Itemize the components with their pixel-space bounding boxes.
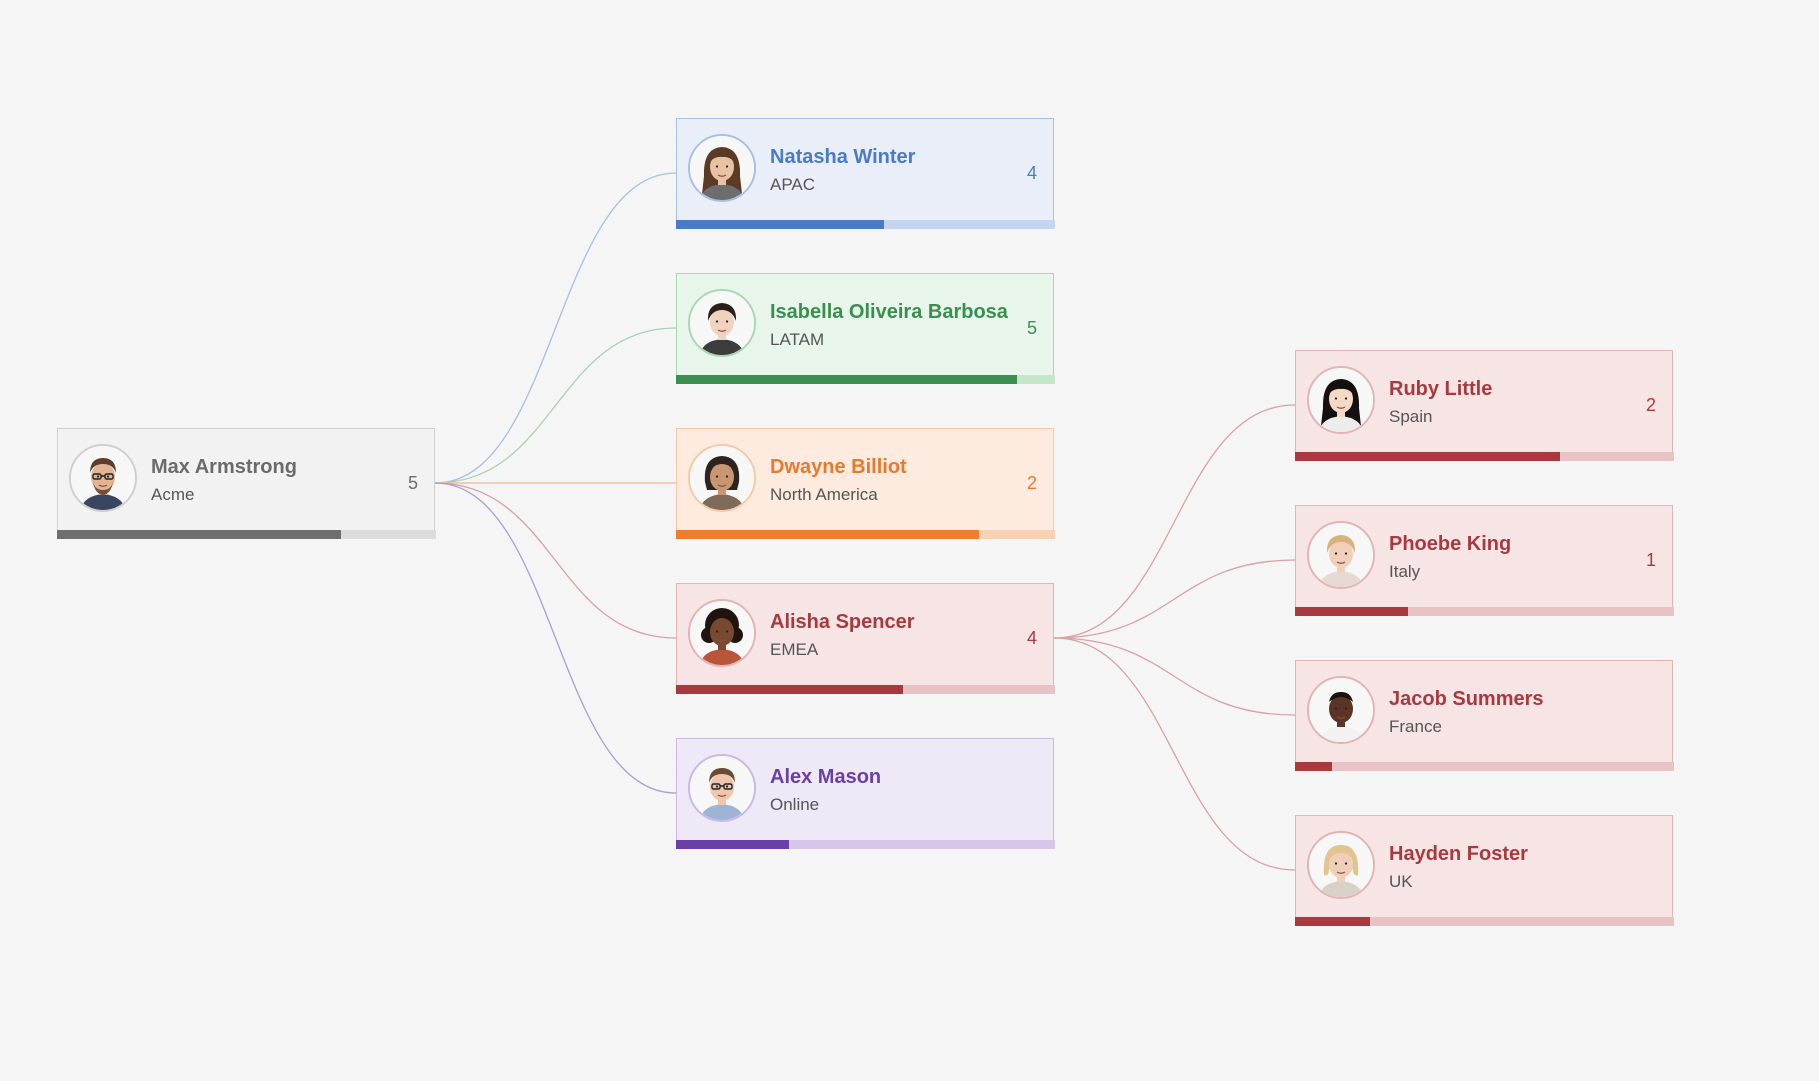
connector-max-isabella (434, 327, 677, 484)
node-name: Alex Mason (770, 766, 882, 788)
node-region: APAC (770, 175, 816, 194)
connector-max-natasha (434, 172, 677, 484)
progress-bar (1294, 916, 1674, 926)
node-count: 5 (407, 473, 418, 493)
node-region: Italy (1389, 562, 1421, 581)
avatar (688, 134, 756, 202)
node-name: Ruby Little (1389, 378, 1493, 400)
avatar (688, 289, 756, 357)
node-count: 4 (1026, 628, 1037, 648)
progress-fill (1294, 606, 1409, 616)
node-region: North America (770, 485, 878, 504)
node-card-alisha[interactable]: Alisha Spencer EMEA 4 (675, 583, 1055, 694)
avatar (1307, 521, 1375, 589)
connector-alisha-ruby (1053, 404, 1296, 639)
node-card-natasha[interactable]: Natasha Winter APAC 4 (675, 118, 1055, 229)
node-region: Spain (1389, 407, 1433, 426)
progress-fill (1294, 916, 1371, 926)
node-card-alex[interactable]: Alex Mason Online (675, 738, 1055, 849)
connector-alisha-hayden (1053, 637, 1296, 871)
node-name: Isabella Oliveira Barbosa (770, 301, 1008, 323)
node-region: Online (770, 795, 820, 814)
node-card-max[interactable]: Max Armstrong Acme 5 (56, 428, 436, 539)
node-region: EMEA (770, 640, 819, 659)
node-count: 4 (1026, 163, 1037, 183)
avatar (1307, 676, 1375, 744)
node-region: Acme (151, 485, 195, 504)
progress-bar (675, 529, 1055, 539)
node-name: Phoebe King (1389, 533, 1512, 555)
progress-bar (56, 529, 436, 539)
node-count: 2 (1645, 395, 1656, 415)
progress-bar (1294, 606, 1674, 616)
node-region: France (1389, 717, 1442, 736)
node-card-isabella[interactable]: Isabella Oliveira Barbosa LATAM 5 (675, 273, 1055, 384)
node-count: 5 (1026, 318, 1037, 338)
avatar (688, 444, 756, 512)
node-count: 2 (1026, 473, 1037, 493)
progress-fill (675, 684, 903, 694)
progress-bar (675, 684, 1055, 694)
node-name: Hayden Foster (1389, 843, 1528, 865)
avatar (69, 444, 137, 512)
progress-fill (1294, 761, 1333, 771)
avatar (688, 754, 756, 822)
connector-alisha-jacob (1053, 637, 1296, 716)
node-name: Dwayne Billiot (770, 456, 907, 478)
node-card-ruby[interactable]: Ruby Little Spain 2 (1294, 350, 1674, 461)
node-name: Alisha Spencer (770, 611, 915, 633)
node-count: 1 (1645, 550, 1656, 570)
avatar (688, 599, 756, 667)
connector-max-alex (434, 482, 677, 794)
node-region: UK (1389, 872, 1413, 891)
node-card-hayden[interactable]: Hayden Foster UK (1294, 815, 1674, 926)
node-region: LATAM (770, 330, 825, 349)
progress-fill (1294, 451, 1560, 461)
progress-fill (675, 374, 1017, 384)
connector-max-alisha (434, 482, 677, 639)
progress-fill (675, 839, 790, 849)
avatar (1307, 831, 1375, 899)
progress-bar (1294, 761, 1674, 771)
progress-bar (675, 219, 1055, 229)
progress-fill (675, 219, 884, 229)
progress-fill (56, 529, 341, 539)
progress-bar (675, 374, 1055, 384)
node-name: Jacob Summers (1389, 688, 1544, 710)
node-card-phoebe[interactable]: Phoebe King Italy 1 (1294, 505, 1674, 616)
node-card-jacob[interactable]: Jacob Summers France (1294, 660, 1674, 771)
connector-alisha-phoebe (1053, 559, 1296, 639)
avatar (1307, 366, 1375, 434)
progress-bar (675, 839, 1055, 849)
node-name: Max Armstrong (151, 456, 297, 478)
progress-bar (1294, 451, 1674, 461)
progress-fill (675, 529, 979, 539)
node-name: Natasha Winter (770, 146, 916, 168)
node-card-dwayne[interactable]: Dwayne Billiot North America 2 (675, 428, 1055, 539)
